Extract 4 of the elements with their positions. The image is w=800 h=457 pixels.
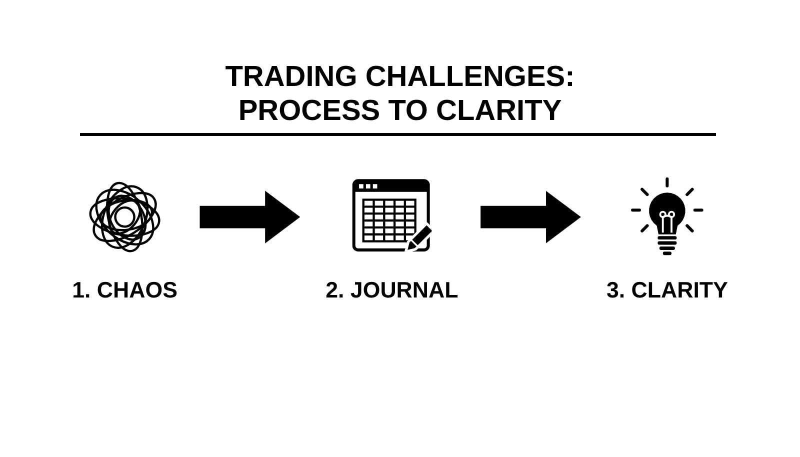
step-label: 2. JOURNAL bbox=[326, 278, 458, 302]
step-label: 3. CLARITY bbox=[606, 278, 728, 302]
diagram-title: TRADING CHALLENGES: PROCESS TO CLARITY bbox=[224, 60, 576, 128]
step-label: 1. CHAOS bbox=[72, 278, 178, 302]
